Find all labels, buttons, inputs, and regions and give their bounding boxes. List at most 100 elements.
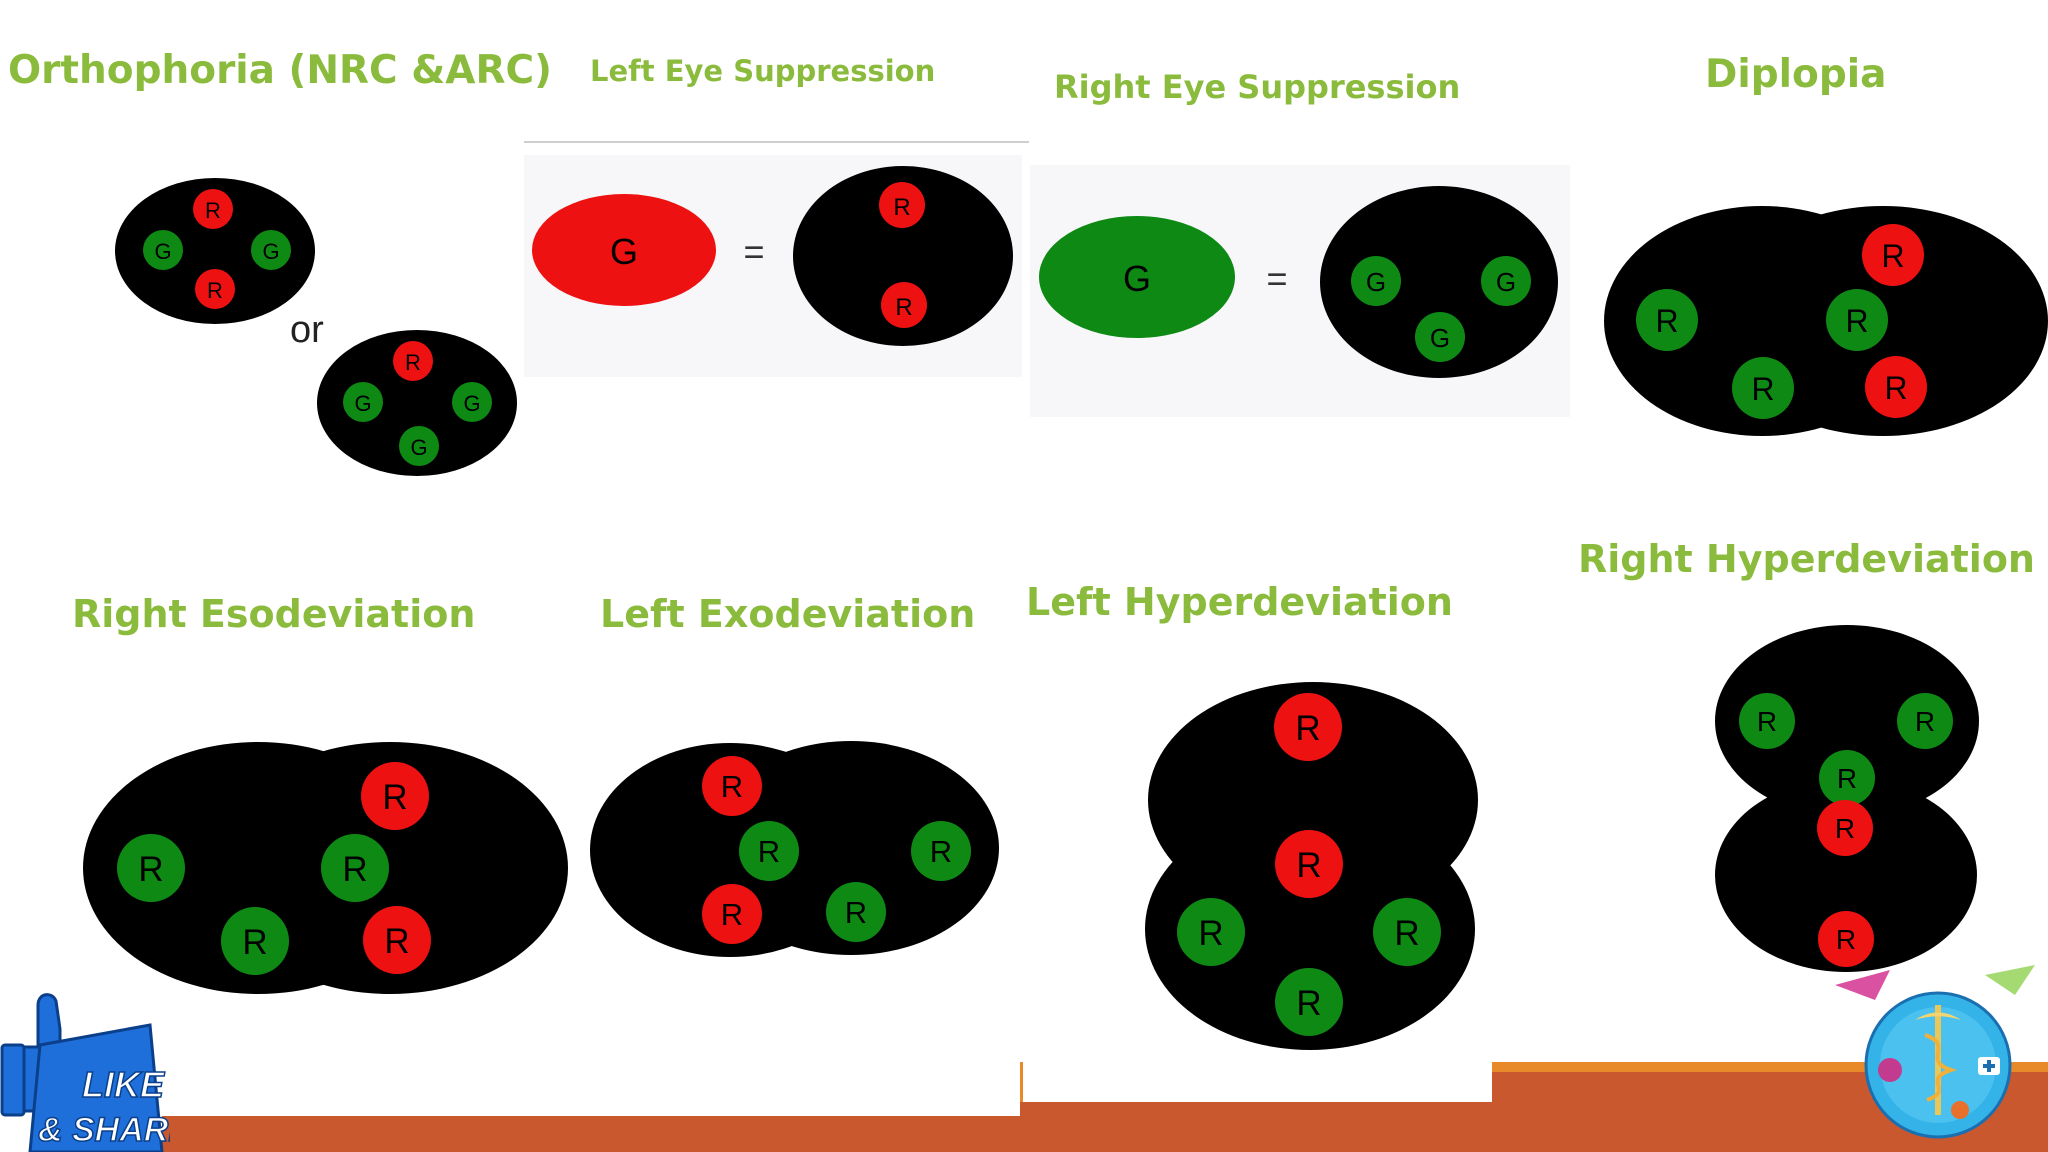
- dot-label: R: [1884, 370, 1907, 406]
- field-top: [1715, 625, 1979, 817]
- dot-label: R: [242, 923, 267, 962]
- thumb-cuff: [0, 1043, 26, 1117]
- diplopia-figure: R R R R R: [1604, 206, 2048, 436]
- dot-label: G: [463, 391, 480, 416]
- title-right-hyperdeviation: Right Hyperdeviation: [1578, 537, 2035, 581]
- dot-red: R: [1818, 911, 1874, 967]
- dot-label: R: [893, 194, 910, 221]
- dot-green: G: [452, 382, 492, 422]
- dot-green: R: [1177, 898, 1245, 966]
- dot-red: R: [881, 282, 927, 328]
- left-eye-suppression-figure: G = R R: [532, 166, 1013, 346]
- seen-field: [1320, 186, 1558, 378]
- dot-green: R: [1636, 289, 1698, 351]
- or-label: or: [290, 309, 324, 351]
- dot-label: R: [1296, 984, 1321, 1023]
- footer-accent-right: [1492, 1062, 2048, 1072]
- dot-label: R: [1881, 238, 1904, 274]
- badge-share-text: & SHARE: [38, 1111, 170, 1149]
- dot-red: R: [879, 182, 925, 228]
- orthophoria-field-a: [115, 178, 315, 324]
- dot-red: R: [195, 269, 235, 309]
- filter-label: G: [610, 231, 638, 272]
- dot-label: R: [138, 850, 163, 889]
- equals-sign: =: [1266, 258, 1287, 299]
- dot-label: R: [895, 294, 912, 321]
- dot-green: R: [1897, 693, 1953, 749]
- badge-like-text: LIKE: [82, 1064, 165, 1105]
- title-left-exodeviation: Left Exodeviation: [600, 592, 976, 636]
- dot-green: G: [399, 426, 439, 466]
- dot-label: R: [1915, 706, 1935, 737]
- title-right-eye-suppression: Right Eye Suppression: [1054, 68, 1461, 106]
- dot-label: R: [382, 778, 407, 817]
- dot-green: R: [911, 821, 971, 881]
- dot-red: R: [1274, 693, 1342, 761]
- filter-label: G: [1123, 258, 1151, 299]
- green-filter-eye: [1039, 216, 1235, 338]
- footer-accent-left: [1020, 1062, 1023, 1102]
- dot-red: R: [1862, 224, 1924, 286]
- dot-green: R: [1732, 357, 1794, 419]
- dot-label: R: [405, 350, 421, 375]
- dot-red: R: [1865, 356, 1927, 418]
- dot-label: R: [1751, 371, 1774, 407]
- badge-panel: [28, 1023, 164, 1152]
- dot-label: R: [721, 897, 743, 932]
- dot-red: R: [1817, 800, 1873, 856]
- dot-red: R: [363, 906, 431, 974]
- right-esodeviation-figure: R R R R R: [83, 742, 568, 994]
- dot-label: R: [342, 850, 367, 889]
- dot-green: R: [321, 834, 389, 902]
- dot-green: R: [1819, 750, 1875, 806]
- dot-red: R: [1275, 830, 1343, 898]
- dot-label: R: [845, 895, 867, 930]
- dot-red: R: [393, 341, 433, 381]
- dot-label: G: [154, 239, 171, 264]
- dot-label: G: [1430, 323, 1450, 353]
- dot-red: R: [702, 756, 762, 816]
- dot-label: R: [207, 278, 223, 303]
- like-share-badge[interactable]: LIKE & SHARE: [0, 985, 170, 1152]
- dot-red: R: [702, 884, 762, 944]
- dot-label: R: [384, 922, 409, 961]
- dot-green: R: [739, 821, 799, 881]
- dot-label: G: [262, 239, 279, 264]
- field-right: [703, 741, 999, 955]
- equals-sign: =: [743, 231, 764, 272]
- dot-label: R: [1295, 709, 1320, 748]
- title-right-esodeviation: Right Esodeviation: [72, 592, 476, 636]
- dot-label: R: [205, 198, 221, 223]
- dot-green: G: [343, 382, 383, 422]
- field-bottom: [1145, 808, 1475, 1050]
- dot-green: R: [1739, 693, 1795, 749]
- footer-bar-left: [162, 1116, 1020, 1152]
- dot-green: R: [221, 907, 289, 975]
- right-hyperdeviation-figure: R R R R R: [1715, 625, 1979, 972]
- dot-label: G: [1366, 267, 1386, 297]
- title-orthophoria: Orthophoria (NRC &ARC): [8, 48, 552, 93]
- orthophoria-field-b: [317, 330, 517, 476]
- title-left-eye-suppression: Left Eye Suppression: [590, 54, 936, 88]
- dot-label: G: [354, 391, 371, 416]
- left-hyperdeviation-figure: R R R R R: [1145, 682, 1478, 1050]
- dot-green: R: [1275, 968, 1343, 1036]
- dot-red: R: [361, 762, 429, 830]
- dot-red: R: [193, 189, 233, 229]
- dot-green: R: [1373, 898, 1441, 966]
- red-filter-eye: [532, 194, 716, 306]
- field-bottom: [1715, 778, 1977, 972]
- dot-label: R: [1198, 914, 1223, 953]
- seen-field: [793, 166, 1013, 346]
- dot-green: G: [251, 230, 291, 270]
- title-diplopia: Diplopia: [1705, 52, 1887, 97]
- dot-label: G: [410, 435, 427, 460]
- footer-bar-middle: [1020, 1102, 1492, 1152]
- dot-label: R: [1655, 303, 1678, 339]
- left-suppression-divider: [524, 141, 1029, 143]
- dot-label: R: [1835, 813, 1855, 844]
- dot-label: R: [1296, 846, 1321, 885]
- dot-green: G: [1415, 312, 1465, 362]
- dot-label: R: [1394, 914, 1419, 953]
